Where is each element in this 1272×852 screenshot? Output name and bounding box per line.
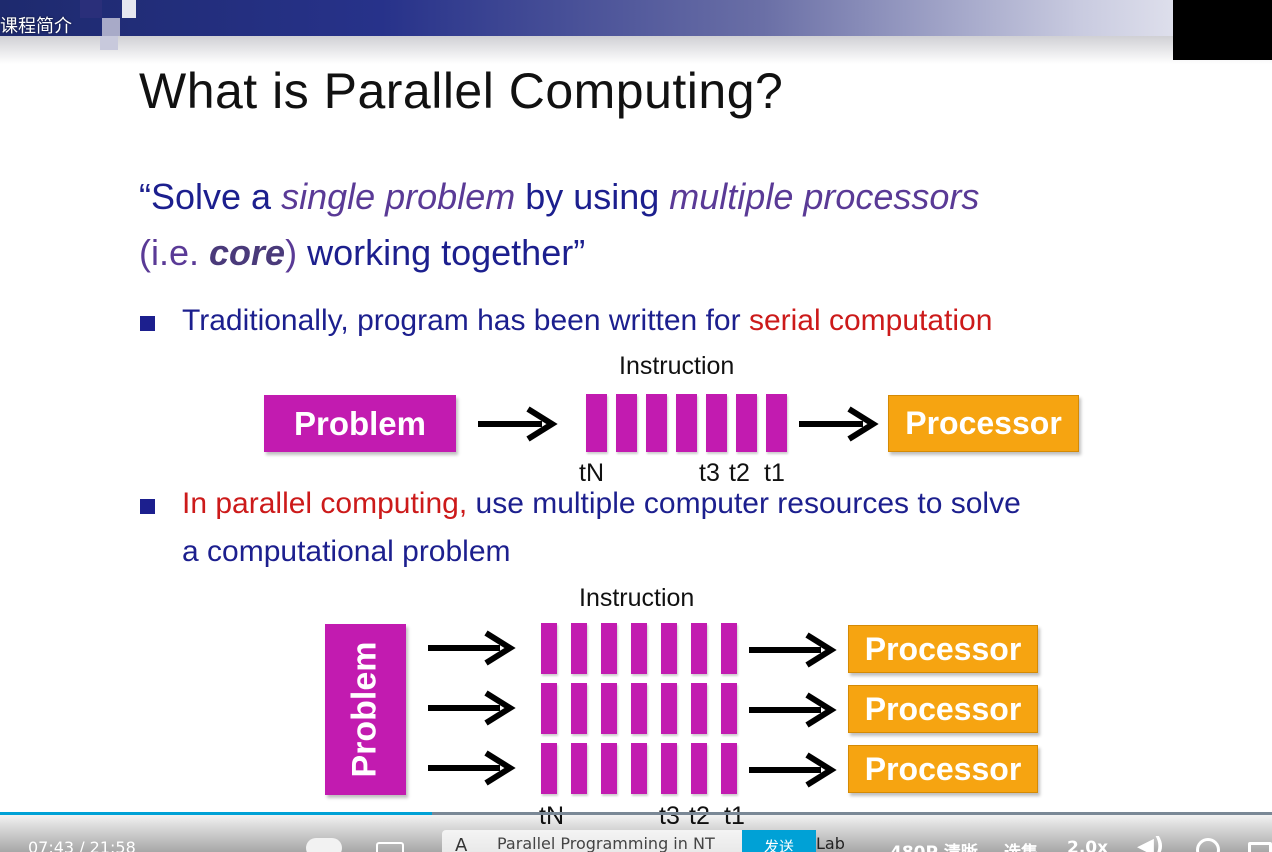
bullet-parallel-line-1: In parallel computing, use multiple comp…	[182, 487, 1021, 521]
instruction-bar	[721, 743, 737, 794]
instruction-bar	[541, 623, 557, 674]
processor-box: Processor	[888, 395, 1079, 452]
processor-box: Processor	[848, 685, 1038, 733]
instruction-bar	[691, 623, 707, 674]
quote-italic-text: core	[209, 232, 286, 273]
bullet-text: use multiple computer resources to solve	[467, 487, 1021, 520]
time-label-t3: t3	[699, 459, 720, 487]
progress-track[interactable]	[0, 812, 1272, 815]
time-label-tn: tN	[579, 459, 604, 487]
right-arrow-icon	[749, 752, 837, 788]
processor-box: Processor	[848, 745, 1038, 793]
instruction-bar	[601, 683, 617, 734]
instruction-bar	[691, 683, 707, 734]
instruction-bar	[631, 623, 647, 674]
header-decoration-square	[80, 0, 102, 18]
text-style-icon[interactable]: A	[455, 835, 468, 852]
right-arrow-icon	[428, 690, 516, 726]
problem-box: Problem	[264, 395, 456, 452]
time-label-t1: t1	[764, 459, 785, 487]
instruction-bar	[631, 743, 647, 794]
send-button[interactable]: 发送	[742, 830, 816, 852]
instruction-bar	[661, 743, 677, 794]
progress-fill[interactable]	[0, 812, 432, 815]
problem-box-vertical: Problem	[325, 624, 406, 795]
right-arrow-icon	[428, 630, 516, 666]
quote-line-1: “Solve a single problem by using multipl…	[139, 176, 979, 218]
time-label-tn: tN	[539, 802, 564, 831]
header-decoration-square	[122, 0, 136, 18]
time-label-t2: t2	[729, 459, 750, 487]
danmaku-toggle[interactable]	[306, 838, 342, 852]
instruction-bar	[601, 743, 617, 794]
time-label-t3: t3	[659, 802, 680, 831]
video-source-suffix: Lab	[816, 834, 845, 852]
right-arrow-icon	[749, 692, 837, 728]
video-corner-overlay	[1173, 0, 1272, 60]
bullet-serial: Traditionally, program has been written …	[182, 304, 992, 338]
instruction-bar	[766, 394, 787, 452]
right-arrow-icon	[749, 632, 837, 668]
header-decoration-square	[102, 18, 120, 36]
time-label-t1: t1	[724, 802, 745, 831]
quality-button[interactable]: 480P 清晰	[890, 838, 978, 852]
right-arrow-icon	[478, 406, 558, 442]
slide-header-band	[0, 0, 1272, 36]
processor-box: Processor	[848, 625, 1038, 673]
quote-text: by using	[515, 176, 670, 217]
speed-button[interactable]: 2.0x	[1067, 838, 1109, 852]
slide-header-shadow	[0, 36, 1272, 64]
time-label-t2: t2	[689, 802, 710, 831]
quote-italic-text: multiple processors	[669, 176, 980, 217]
instruction-bar	[601, 623, 617, 674]
slide-title: What is Parallel Computing?	[139, 63, 784, 119]
instruction-bar	[706, 394, 727, 452]
instruction-bar	[586, 394, 607, 452]
right-arrow-icon	[428, 750, 516, 786]
bullet-square-icon	[140, 316, 155, 331]
danmaku-settings-icon[interactable]	[376, 842, 404, 852]
instruction-bar	[646, 394, 667, 452]
instruction-bar	[571, 683, 587, 734]
danmaku-input[interactable]	[442, 830, 742, 852]
instruction-bar	[676, 394, 697, 452]
bullet-highlight: serial computation	[748, 304, 993, 337]
quote-line-2: (i.e. core) working together”	[139, 232, 585, 274]
quote-text: (i.e.	[139, 232, 210, 273]
course-intro-label[interactable]: 课程简介	[0, 16, 72, 37]
instruction-bar	[736, 394, 757, 452]
bullet-square-icon	[140, 499, 155, 514]
time-display: 07:43 / 21:58	[28, 838, 136, 852]
instruction-bar	[661, 683, 677, 734]
instruction-bar	[631, 683, 647, 734]
quote-text: )	[285, 232, 298, 273]
fullscreen-icon[interactable]	[1248, 842, 1272, 852]
bullet-text: Traditionally, program has been written …	[182, 304, 749, 337]
gear-icon[interactable]	[1196, 838, 1220, 852]
instruction-bar	[691, 743, 707, 794]
quote-text: working together”	[297, 232, 586, 273]
right-arrow-icon	[799, 406, 879, 442]
danmaku-input-placeholder: Parallel Programming in NT	[497, 834, 715, 852]
instruction-bar	[721, 683, 737, 734]
bullet-parallel-line-2: a computational problem	[182, 535, 511, 568]
instruction-label: Instruction	[619, 352, 735, 380]
volume-icon[interactable]: ◀)	[1137, 834, 1164, 852]
quote-text: “Solve a	[139, 176, 282, 217]
instruction-label: Instruction	[579, 584, 695, 612]
problem-label: Problem	[346, 641, 385, 778]
bullet-highlight: In parallel computing,	[182, 487, 468, 520]
instruction-bar	[616, 394, 637, 452]
episodes-button[interactable]: 选集	[1004, 838, 1038, 852]
instruction-bar	[571, 743, 587, 794]
quote-italic-text: single problem	[281, 176, 516, 217]
instruction-bar	[541, 683, 557, 734]
instruction-bar	[661, 623, 677, 674]
instruction-bar	[571, 623, 587, 674]
instruction-bar	[721, 623, 737, 674]
header-decoration-square	[100, 36, 118, 50]
instruction-bar	[541, 743, 557, 794]
